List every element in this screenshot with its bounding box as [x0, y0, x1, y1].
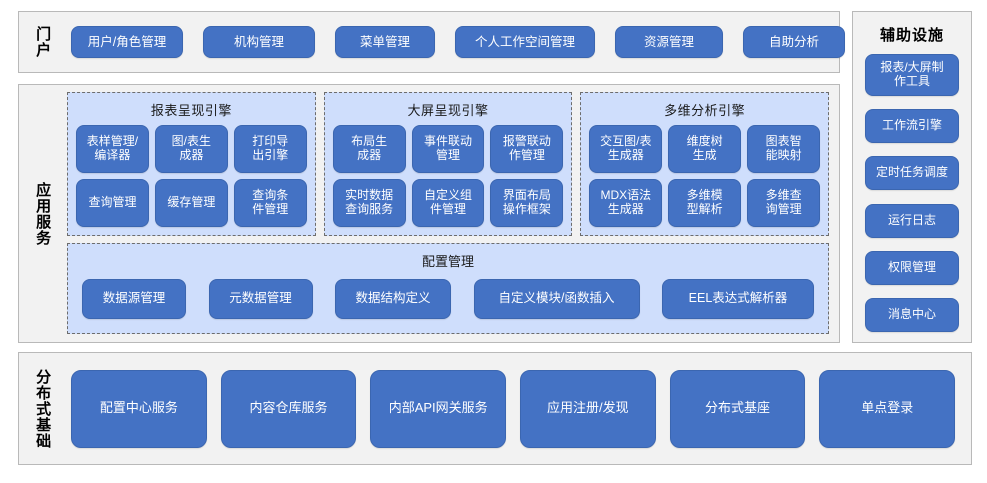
engine-title-multidimensional: 多维分析引擎 — [664, 103, 746, 118]
engine-item-multidimensional-query-management[interactable]: 多维查 询管理 — [747, 179, 821, 227]
portal-button-resource-management[interactable]: 资源管理 — [615, 26, 723, 58]
aux-item-report-dashboard-authoring-tool[interactable]: 报表/大屏制 作工具 — [865, 54, 959, 96]
config-item-datasource-management[interactable]: 数据源管理 — [82, 278, 186, 319]
aux-item-runtime-logs[interactable]: 运行日志 — [865, 203, 959, 238]
dist-button-single-sign-on[interactable]: 单点登录 — [819, 369, 956, 448]
engine-panel-multidimensional: 多维分析引擎 交互图/表 生成器 维度树 生成 图表智 能映射 MDX语法 生成… — [580, 92, 830, 236]
engine-item-chart-table-generator[interactable]: 图/表生 成器 — [154, 125, 228, 173]
portal-section-label-text: 门户 — [34, 26, 52, 58]
engine-item-print-export-engine[interactable]: 打印导 出引擎 — [233, 125, 307, 173]
engine-grid-multidimensional: 交互图/表 生成器 维度树 生成 图表智 能映射 MDX语法 生成器 多维模 型… — [589, 125, 821, 227]
engine-item-alarm-linkage-action-management[interactable]: 报警联动 作管理 — [490, 125, 564, 173]
portal-button-menu-management[interactable]: 菜单管理 — [335, 26, 435, 58]
aux-item-permission-management[interactable]: 权限管理 — [865, 250, 959, 285]
dist-button-distributed-foundation[interactable]: 分布式基座 — [669, 369, 806, 448]
engine-item-custom-component-management[interactable]: 自定义组 件管理 — [411, 179, 485, 227]
engine-item-mdx-syntax-generator[interactable]: MDX语法 生成器 — [589, 179, 663, 227]
distributed-base-section: 分布式基础 配置中心服务 内容仓库服务 内部API网关服务 应用注册/发现 分布… — [18, 352, 972, 465]
configuration-management-row: 数据源管理 元数据管理 数据结构定义 自定义模块/函数插入 EEL表达式解析器 — [78, 276, 818, 323]
portal-button-personal-workspace-management[interactable]: 个人工作空间管理 — [455, 26, 595, 58]
engine-item-ui-layout-operation-framework[interactable]: 界面布局 操作框架 — [490, 179, 564, 227]
application-services-label: 应用服务 — [19, 85, 65, 342]
engine-panel-report: 报表呈现引擎 表样管理/ 编译器 图/表生 成器 打印导 出引擎 查询管理 缓存… — [67, 92, 316, 236]
auxiliary-facilities-title: 辅助设施 — [879, 27, 944, 44]
config-item-data-structure-definition[interactable]: 数据结构定义 — [335, 278, 451, 319]
engine-item-chart-smart-mapping[interactable]: 图表智 能映射 — [747, 125, 821, 173]
engine-grid-report: 表样管理/ 编译器 图/表生 成器 打印导 出引擎 查询管理 缓存管理 查询条 … — [76, 125, 307, 227]
configuration-management-panel: 配置管理 数据源管理 元数据管理 数据结构定义 自定义模块/函数插入 EEL表达… — [67, 243, 829, 334]
engine-panel-large-screen: 大屏呈现引擎 布局生 成器 事件联动 管理 报警联动 作管理 实时数据 查询服务… — [323, 92, 573, 236]
engine-item-multidimensional-model-parsing[interactable]: 多维模 型解析 — [668, 179, 742, 227]
dist-button-content-repository-service[interactable]: 内容仓库服务 — [220, 369, 357, 448]
portal-button-org-management[interactable]: 机构管理 — [203, 26, 315, 58]
engine-item-template-management-compiler[interactable]: 表样管理/ 编译器 — [76, 125, 149, 173]
engines-row: 报表呈现引擎 表样管理/ 编译器 图/表生 成器 打印导 出引擎 查询管理 缓存… — [67, 92, 830, 236]
auxiliary-facilities-section: 辅助设施 报表/大屏制 作工具 工作流引擎 定时任务调度 运行日志 权限管理 消… — [852, 11, 972, 343]
application-services-body: 报表呈现引擎 表样管理/ 编译器 图/表生 成器 打印导 出引擎 查询管理 缓存… — [65, 85, 839, 342]
portal-section: 门户 用户/角色管理 机构管理 菜单管理 个人工作空间管理 资源管理 自助分析 — [18, 11, 845, 73]
portal-button-row: 用户/角色管理 机构管理 菜单管理 个人工作空间管理 资源管理 自助分析 — [65, 12, 859, 72]
engine-item-query-condition-management[interactable]: 查询条 件管理 — [233, 179, 307, 227]
engine-item-interactive-chart-table-generator[interactable]: 交互图/表 生成器 — [589, 125, 663, 173]
aux-item-workflow-engine[interactable]: 工作流引擎 — [865, 109, 959, 144]
engine-grid-large-screen: 布局生 成器 事件联动 管理 报警联动 作管理 实时数据 查询服务 自定义组 件… — [332, 125, 564, 227]
dist-button-config-center-service[interactable]: 配置中心服务 — [71, 369, 207, 448]
configuration-management-title: 配置管理 — [421, 254, 474, 269]
dist-button-app-registration-discovery[interactable]: 应用注册/发现 — [520, 369, 656, 448]
config-item-eel-expression-parser[interactable]: EEL表达式解析器 — [662, 278, 814, 319]
aux-item-scheduled-task-scheduling[interactable]: 定时任务调度 — [865, 156, 959, 191]
engine-item-dimension-tree-generation[interactable]: 维度树 生成 — [668, 125, 742, 173]
engine-item-layout-generator[interactable]: 布局生 成器 — [332, 125, 406, 173]
distributed-base-label-text: 分布式基础 — [34, 368, 52, 449]
portal-section-label: 门户 — [19, 12, 65, 72]
engine-title-large-screen: 大屏呈现引擎 — [407, 103, 489, 118]
engine-item-event-linkage-management[interactable]: 事件联动 管理 — [411, 125, 485, 173]
dist-button-internal-api-gateway-service[interactable]: 内部API网关服务 — [370, 369, 507, 448]
application-services-section: 应用服务 报表呈现引擎 表样管理/ 编译器 图/表生 成器 打印导 出引擎 查询… — [18, 84, 840, 343]
engine-title-report: 报表呈现引擎 — [150, 103, 232, 118]
config-item-custom-module-function-insertion[interactable]: 自定义模块/函数插入 — [473, 278, 640, 319]
auxiliary-facilities-list: 报表/大屏制 作工具 工作流引擎 定时任务调度 运行日志 权限管理 消息中心 — [853, 54, 971, 334]
distributed-base-label: 分布式基础 — [19, 353, 65, 464]
config-item-metadata-management[interactable]: 元数据管理 — [208, 278, 313, 319]
application-services-label-text: 应用服务 — [34, 181, 52, 246]
engine-item-query-management[interactable]: 查询管理 — [76, 179, 149, 227]
portal-button-self-service-analysis[interactable]: 自助分析 — [743, 26, 845, 58]
distributed-base-button-row: 配置中心服务 内容仓库服务 内部API网关服务 应用注册/发现 分布式基座 单点… — [65, 353, 971, 464]
aux-item-message-center[interactable]: 消息中心 — [865, 297, 959, 332]
engine-item-cache-management[interactable]: 缓存管理 — [154, 179, 228, 227]
portal-button-user-role-management[interactable]: 用户/角色管理 — [71, 26, 183, 58]
engine-item-realtime-data-query-service[interactable]: 实时数据 查询服务 — [332, 179, 406, 227]
